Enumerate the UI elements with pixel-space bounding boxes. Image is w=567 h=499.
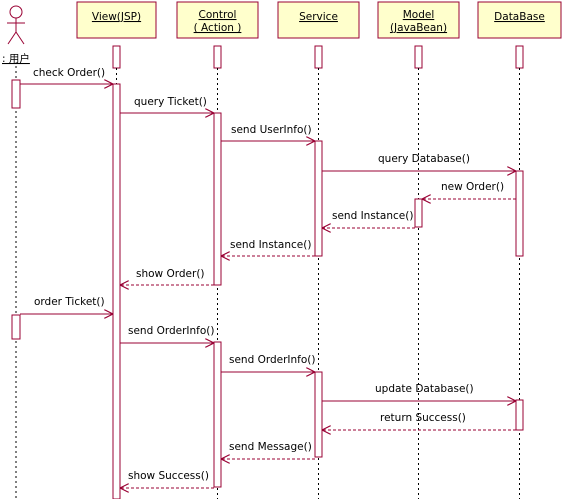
message-label: send Instance(): [332, 210, 413, 222]
message-arrows: [20, 84, 516, 488]
participant-box: [277, 1, 360, 39]
message-label: check Order(): [33, 67, 105, 79]
message-label: update Database(): [375, 383, 474, 395]
message-label: send UserInfo(): [231, 124, 312, 136]
message-label: order Ticket(): [34, 296, 105, 308]
activation-service: [314, 140, 323, 257]
participant-control: Control ( Action ): [176, 1, 259, 39]
participant-view: View(JSP): [76, 1, 157, 39]
participant-label: View(JSP): [92, 11, 141, 23]
activation-control: [213, 341, 222, 488]
participant-model: Model (JavaBean): [377, 1, 460, 39]
activation-control: [213, 112, 222, 286]
message-label: show Order(): [136, 268, 205, 280]
participant-label: DataBase: [494, 11, 545, 23]
message-label: query Database(): [378, 153, 470, 165]
lifeline-head: [314, 45, 323, 69]
activation-service: [314, 371, 323, 458]
activation-database: [515, 170, 524, 257]
actor-label: : 用户: [2, 52, 30, 65]
participant-box: [176, 1, 259, 39]
participant-box: [477, 1, 562, 39]
lifeline-head: [515, 45, 524, 69]
participant-box: [76, 1, 157, 39]
lifeline-head: [414, 45, 423, 69]
participant-sublabel: (JavaBean): [390, 22, 447, 34]
activation-view: [112, 83, 121, 499]
lifeline-heads: [112, 45, 524, 69]
participant-label: Control: [199, 9, 237, 21]
lifeline-head: [112, 45, 121, 69]
message-label: send OrderInfo(): [128, 325, 215, 337]
activation-database: [515, 399, 524, 431]
activation-user: [11, 314, 21, 340]
activation-model: [414, 198, 423, 228]
actor-user: : 用户: [2, 5, 30, 65]
activations: [11, 79, 524, 499]
message-label: show Success(): [128, 470, 209, 482]
message-label: new Order(): [441, 181, 504, 193]
activation-user: [11, 79, 21, 109]
lifeline-head: [213, 45, 222, 69]
message-label: send Instance(): [230, 239, 311, 251]
actor-icon: [7, 5, 25, 45]
participant-label: Service: [299, 11, 338, 23]
participant-sublabel: ( Action ): [194, 22, 242, 34]
message-label: send Message(): [229, 441, 312, 453]
message-labels: check Order() query Ticket() send UserIn…: [33, 67, 504, 482]
participant-service: Service: [277, 1, 360, 39]
participant-box: [377, 1, 460, 39]
participant-label: Model: [403, 9, 435, 21]
participant-database: DataBase: [477, 1, 562, 39]
message-label: query Ticket(): [134, 96, 207, 108]
message-label: send OrderInfo(): [229, 354, 316, 366]
message-label: return Success(): [380, 412, 466, 424]
